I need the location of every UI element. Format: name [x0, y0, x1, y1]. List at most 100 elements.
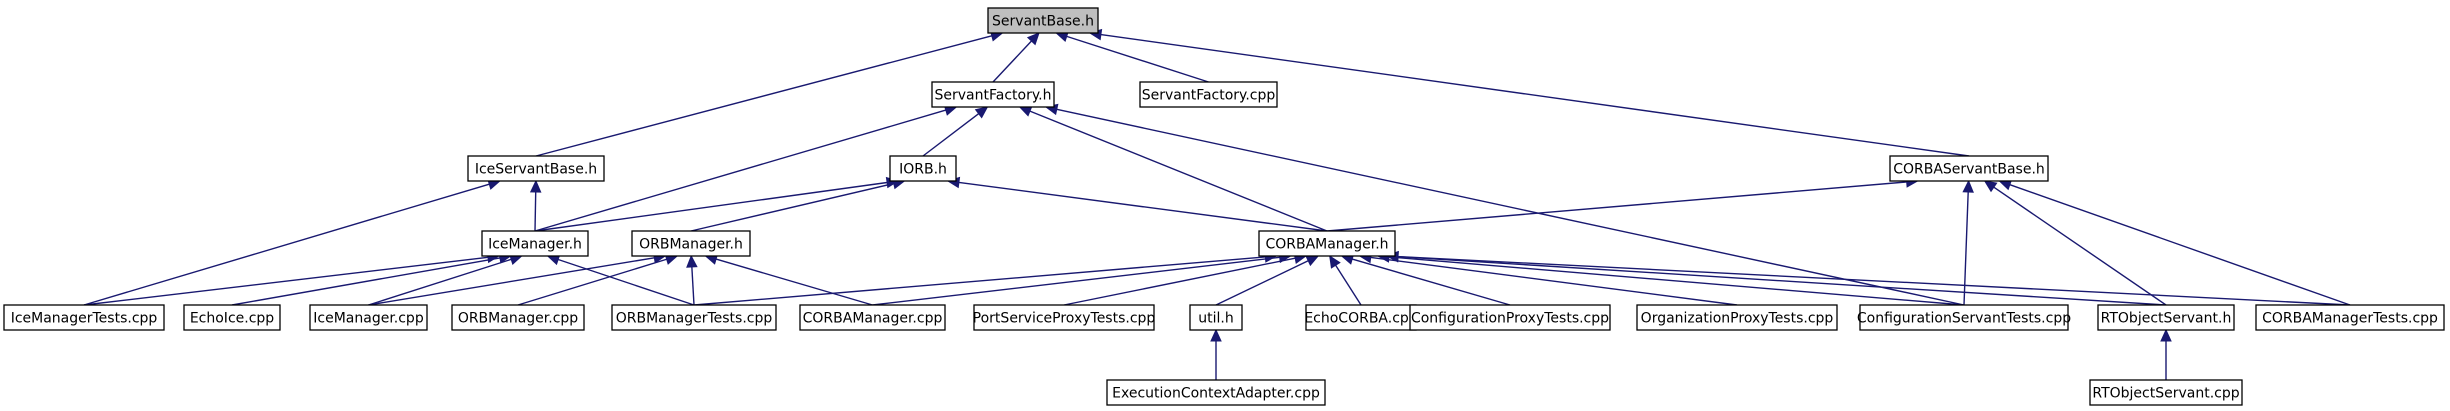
node-box[interactable]	[451, 304, 585, 331]
edge-corbamanagertests_cpp-to-corbaservantbase_h	[2009, 184, 2351, 306]
edge-arrowhead	[974, 106, 989, 119]
edge-corbaservantbase_h-to-servantbase_h	[1100, 33, 1970, 157]
node-label: ORBManager.h	[639, 237, 743, 253]
edge-icemanagertests_cpp-to-icemanager_h	[83, 256, 489, 306]
node-corbamanagertests_cpp[interactable]: CORBAManagerTests.cpp	[2255, 304, 2445, 331]
node-rtobjectservant_h[interactable]: RTObjectServant.h	[2097, 304, 2235, 331]
node-label: RTObjectServant.h	[2101, 311, 2232, 327]
node-label: EchoIce.cpp	[190, 311, 274, 327]
node-label: ServantBase.h	[992, 14, 1094, 30]
edge-icemanager_h-to-iorb_h	[534, 181, 888, 232]
node-corbamanager_cpp[interactable]: CORBAManager.cpp	[799, 304, 946, 331]
node-util_h[interactable]: util.h	[1189, 304, 1243, 331]
edge-icemanager_cpp-to-orbmanager_h	[368, 257, 655, 306]
node-servantfactory_h[interactable]: ServantFactory.h	[931, 81, 1055, 108]
node-box[interactable]	[481, 230, 589, 257]
edge-icemanager_h-to-servantfactory_h	[534, 109, 947, 232]
node-label: ConfigurationProxyTests.cpp	[1411, 311, 1609, 327]
edge-icemanager_cpp-to-icemanager_h	[368, 258, 512, 306]
edge-arrowhead	[1018, 105, 1033, 117]
node-label: RTObjectServant.cpp	[2092, 386, 2239, 402]
node-box[interactable]	[631, 230, 751, 257]
node-label: ConfigurationServantTests.cpp	[1857, 311, 2071, 327]
node-executioncontextadapter_cpp[interactable]: ExecutionContextAdapter.cpp	[1106, 379, 1326, 406]
node-icemanagertests_cpp[interactable]: IceManagerTests.cpp	[3, 304, 165, 331]
node-box[interactable]	[2097, 304, 2235, 331]
edge-corbamanager_h-to-servantfactory_h	[1029, 110, 1328, 232]
node-box[interactable]	[2255, 304, 2445, 331]
edge-arrowhead	[529, 179, 542, 193]
edge-iceservantbase_h-to-servantbase_h	[535, 35, 992, 157]
edge-echoice_cpp-to-icemanager_h	[231, 257, 501, 306]
edge-corbamanager_cpp-to-corbamanager_h	[872, 256, 1280, 306]
edge-arrowhead	[686, 254, 698, 268]
edge-configurationservanttests_cpp-to-corbaservantbase_h	[1963, 191, 1969, 306]
node-box[interactable]	[1409, 304, 1611, 331]
node-iorb_h[interactable]: IORB.h	[889, 155, 957, 182]
node-box[interactable]	[1106, 379, 1326, 406]
edge-orbmanagertests_cpp-to-orbmanager_h	[691, 266, 695, 306]
node-label: PortServiceProxyTests.cpp	[973, 311, 1156, 327]
edge-configurationproxytests_cpp-to-corbamanager_h	[1352, 258, 1511, 306]
edge-arrowhead	[1026, 32, 1040, 46]
node-box[interactable]	[183, 304, 281, 331]
node-servantfactory_cpp[interactable]: ServantFactory.cpp	[1139, 81, 1278, 108]
edge-servantfactory_cpp-to-servantbase_h	[1066, 35, 1209, 83]
node-box[interactable]	[1258, 230, 1396, 257]
node-organizationproxytests_cpp[interactable]: OrganizationProxyTests.cpp	[1636, 304, 1838, 331]
node-portserviceproxytests_cpp[interactable]: PortServiceProxyTests.cpp	[973, 304, 1156, 331]
node-corbaservantbase_h[interactable]: CORBAServantBase.h	[1889, 155, 2049, 182]
node-label: util.h	[1198, 311, 1233, 327]
node-icemanager_cpp[interactable]: IceManager.cpp	[309, 304, 428, 331]
node-box[interactable]	[3, 304, 165, 331]
node-label: IceManager.h	[488, 237, 582, 253]
node-icemanager_h[interactable]: IceManager.h	[481, 230, 589, 257]
node-box[interactable]	[1139, 81, 1278, 108]
node-box[interactable]	[611, 304, 777, 331]
node-box[interactable]	[2089, 379, 2243, 406]
edge-util_h-to-corbamanager_h	[1215, 260, 1309, 306]
edge-corbamanager_cpp-to-orbmanager_h	[715, 258, 873, 306]
node-iceservantbase_h[interactable]: IceServantBase.h	[467, 155, 605, 182]
edge-arrowhead	[1962, 179, 1974, 193]
edge-orbmanager_h-to-iorb_h	[690, 182, 894, 232]
node-echoice_cpp[interactable]: EchoIce.cpp	[183, 304, 281, 331]
node-label: EchoCORBA.cpp	[1304, 311, 1417, 327]
node-orbmanager_h[interactable]: ORBManager.h	[631, 230, 751, 257]
node-box[interactable]	[1305, 304, 1417, 331]
node-configurationservanttests_cpp[interactable]: ConfigurationServantTests.cpp	[1857, 304, 2071, 331]
node-configurationproxytests_cpp[interactable]: ConfigurationProxyTests.cpp	[1409, 304, 1611, 331]
node-box[interactable]	[931, 81, 1055, 108]
node-box[interactable]	[1189, 304, 1243, 331]
edge-configurationservanttests_cpp-to-servantfactory_h	[1056, 108, 1965, 306]
edge-echocorba_cpp-to-corbamanager_h	[1335, 264, 1362, 306]
node-label: CORBAManagerTests.cpp	[2262, 311, 2438, 327]
node-box[interactable]	[799, 304, 946, 331]
node-box[interactable]	[467, 155, 605, 182]
node-box[interactable]	[987, 7, 1099, 34]
edge-rtobjectservant_h-to-corbamanager_h	[1397, 255, 2167, 306]
node-box[interactable]	[309, 304, 428, 331]
node-box[interactable]	[889, 155, 957, 182]
node-label: ExecutionContextAdapter.cpp	[1112, 386, 1320, 402]
edge-corbamanagertests_cpp-to-corbamanager_h	[1397, 255, 2351, 306]
node-label: ORBManager.cpp	[458, 311, 578, 327]
node-corbamanager_h[interactable]: CORBAManager.h	[1258, 230, 1396, 257]
edge-orbmanagertests_cpp-to-corbamanager_h	[693, 256, 1266, 306]
node-box[interactable]	[1889, 155, 2049, 182]
graph-edges	[83, 28, 2351, 380]
node-box[interactable]	[1859, 304, 2069, 331]
node-box[interactable]	[1636, 304, 1838, 331]
node-orbmanager_cpp[interactable]: ORBManager.cpp	[451, 304, 585, 331]
node-box[interactable]	[973, 304, 1155, 331]
edge-arrowhead	[1329, 254, 1341, 269]
node-label: CORBAServantBase.h	[1893, 162, 2045, 178]
edge-arrowhead	[1983, 180, 1998, 193]
node-orbmanagertests_cpp[interactable]: ORBManagerTests.cpp	[611, 304, 777, 331]
node-label: IORB.h	[899, 162, 947, 178]
edge-icemanagertests_cpp-to-iceservantbase_h	[83, 183, 490, 306]
node-echocorba_cpp[interactable]: EchoCORBA.cpp	[1304, 304, 1418, 331]
node-servantbase_h[interactable]: ServantBase.h	[987, 7, 1099, 34]
node-rtobjectservant_cpp[interactable]: RTObjectServant.cpp	[2089, 379, 2243, 406]
